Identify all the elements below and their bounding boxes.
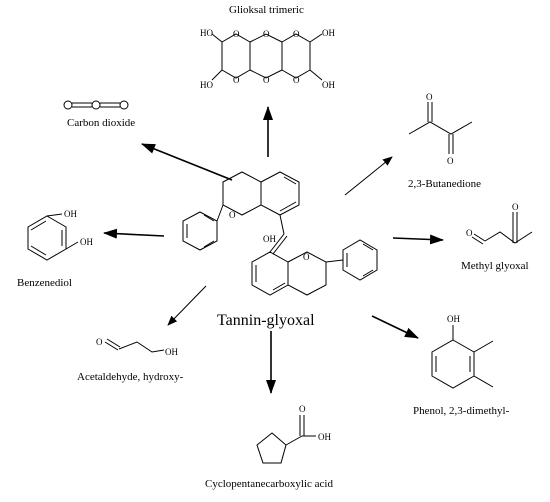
arrow-to-carbon-dioxide [141, 143, 233, 181]
glioksal-trimeric-structure [211, 33, 323, 81]
arrow-to-phenol [371, 315, 419, 339]
glioksal-o-2: O [263, 29, 270, 39]
arrow-to-methyl-glyoxal [392, 234, 444, 245]
label-phenol-dimethyl: Phenol, 2,3-dimethyl- [413, 405, 510, 417]
arrow-to-benzenediol [103, 228, 165, 239]
reaction-arrows [103, 106, 444, 394]
cyclopentane-acid-structure [256, 415, 316, 464]
phenol-oh: OH [447, 314, 460, 324]
glioksal-o-6: O [293, 75, 300, 85]
benzenediol-oh-2: OH [80, 237, 93, 247]
butanedione-o-top: O [426, 92, 433, 102]
tannin-o-lower: O [303, 252, 310, 262]
carbon-dioxide-structure [63, 100, 129, 110]
glioksal-oh-bottom-right: OH [322, 80, 335, 90]
label-benzenediol: Benzenediol [17, 277, 72, 289]
label-glioksal-trimeric: Glioksal trimeric [229, 4, 304, 16]
label-carbon-dioxide: Carbon dioxide [67, 117, 136, 129]
methyl-glyoxal-structure [471, 212, 533, 245]
phenol-dimethyl-structure [431, 325, 494, 389]
tannin-oh: OH [263, 234, 276, 244]
glioksal-oh-top-left: HO [200, 28, 213, 38]
label-methyl-glyoxal: Methyl glyoxal [461, 260, 529, 272]
label-tannin-glyoxal: Tannin-glyoxal [217, 312, 315, 329]
butanedione-structure [408, 102, 473, 154]
cyclopentane-acid-o: O [299, 404, 306, 414]
acetaldehyde-oh: OH [165, 347, 178, 357]
acetaldehyde-o: O [96, 337, 103, 347]
methyl-glyoxal-o-top: O [512, 202, 519, 212]
methyl-glyoxal-o-left: O [466, 228, 473, 238]
label-butanedione: 2,3-Butanedione [408, 178, 482, 190]
acetaldehyde-hydroxy-structure [104, 338, 165, 353]
glioksal-o-4: O [233, 75, 240, 85]
cyclopentane-acid-oh: OH [318, 432, 331, 442]
arrow-to-butanedione [344, 156, 393, 196]
tannin-glyoxal-structure [182, 171, 378, 296]
glioksal-o-1: O [233, 29, 240, 39]
glioksal-o-3: O [293, 29, 300, 39]
arrow-to-acetaldehyde [167, 285, 207, 326]
tannin-o-upper: O [229, 210, 236, 220]
glioksal-oh-bottom-left: HO [200, 80, 213, 90]
label-cyclopentane-acid: Cyclopentanecarboxylic acid [205, 478, 333, 490]
benzenediol-structure [27, 213, 79, 261]
glioksal-o-5: O [263, 75, 270, 85]
label-acetaldehyde-hydroxy: Acetaldehyde, hydroxy- [77, 371, 184, 383]
butanedione-o-bottom: O [447, 156, 454, 166]
benzenediol-oh-1: OH [64, 209, 77, 219]
glioksal-oh-top-right: OH [322, 28, 335, 38]
